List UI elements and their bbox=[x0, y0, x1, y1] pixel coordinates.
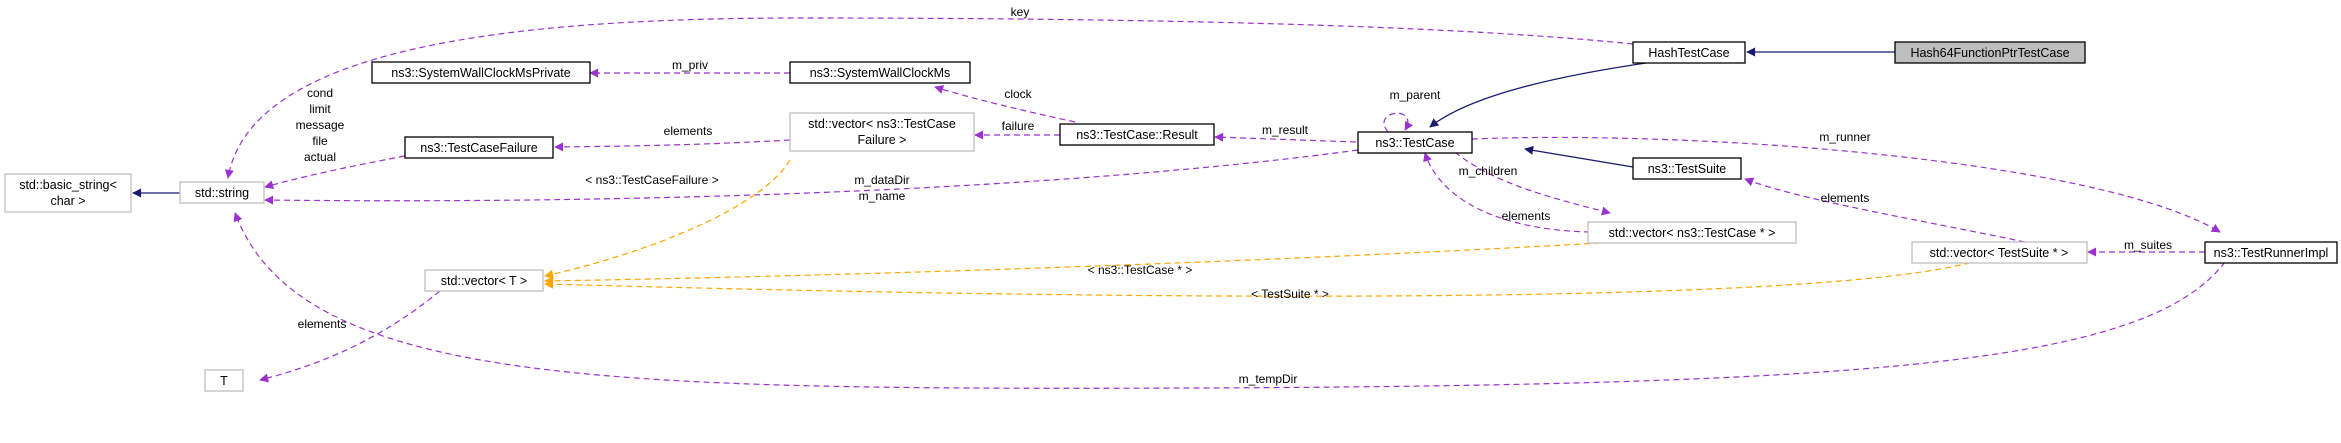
node-label: ns3::TestRunnerImpl bbox=[2214, 246, 2329, 260]
label-m-priv: m_priv bbox=[672, 58, 708, 72]
label-elements-children: elements bbox=[1502, 209, 1551, 223]
label-m-children: m_children bbox=[1459, 164, 1518, 178]
edge-tpl-testcase bbox=[544, 242, 1601, 286]
node-label: Hash64FunctionPtrTestCase bbox=[1910, 46, 2069, 60]
edge-testsuite-to-testcase bbox=[1524, 145, 1634, 168]
edge-elements-children bbox=[1423, 152, 1591, 233]
label-tpl-failure: < ns3::TestCaseFailure > bbox=[585, 173, 718, 187]
label-m-result: m_result bbox=[1262, 123, 1309, 137]
node-std-vector-t[interactable]: std::vector< T > bbox=[424, 269, 544, 292]
edge-clock bbox=[934, 85, 1076, 123]
node-label: HashTestCase bbox=[1648, 46, 1729, 60]
node-label: ns3::SystemWallClockMs bbox=[810, 66, 951, 80]
edge-m-children bbox=[1454, 151, 1611, 216]
label-elements-failure: elements bbox=[664, 124, 713, 138]
node-label-line1: std::vector< ns3::TestCase bbox=[808, 117, 956, 131]
label-elements-suite: elements bbox=[1821, 191, 1870, 205]
label-m-name: m_name bbox=[859, 189, 906, 203]
edge-key bbox=[224, 17, 1634, 179]
node-label: ns3::TestCase bbox=[1375, 136, 1454, 150]
edge-m-datadir-name bbox=[264, 149, 1359, 205]
label-m-datadir: m_dataDir bbox=[854, 173, 909, 187]
node-test-case-failure[interactable]: ns3::TestCaseFailure bbox=[404, 136, 554, 159]
node-std-basic-string[interactable]: std::basic_string< char > bbox=[4, 173, 132, 213]
node-label: T bbox=[220, 374, 228, 388]
node-vector-test-case-ptr[interactable]: std::vector< ns3::TestCase * > bbox=[1587, 221, 1797, 244]
label-cond: cond bbox=[307, 86, 333, 100]
label-m-tempdir: m_tempDir bbox=[1239, 372, 1298, 386]
edge-labels: key m_priv clock failure m_result m_pare… bbox=[296, 5, 2172, 386]
node-t[interactable]: T bbox=[204, 369, 244, 392]
node-label-line2: char > bbox=[50, 194, 85, 208]
edge-hashtestcase-to-testcase bbox=[1429, 60, 1661, 128]
label-m-parent: m_parent bbox=[1390, 88, 1441, 102]
node-label: std::string bbox=[195, 186, 249, 200]
node-std-string[interactable]: std::string bbox=[179, 181, 265, 204]
edge-tpl-failure bbox=[544, 159, 791, 279]
label-tpl-testsuite: < TestSuite * > bbox=[1251, 287, 1329, 301]
edges bbox=[132, 17, 2226, 389]
node-label: std::vector< ns3::TestCase * > bbox=[1609, 226, 1776, 240]
node-test-case[interactable]: ns3::TestCase bbox=[1357, 131, 1473, 154]
label-elements-t: elements bbox=[298, 317, 347, 331]
node-label-line2: Failure > bbox=[858, 133, 907, 147]
label-clock: clock bbox=[1004, 87, 1032, 101]
node-test-runner-impl[interactable]: ns3::TestRunnerImpl bbox=[2204, 241, 2338, 264]
label-tpl-testcase: < ns3::TestCase * > bbox=[1088, 263, 1193, 277]
node-label: ns3::TestCase::Result bbox=[1076, 128, 1198, 142]
label-actual: actual bbox=[304, 150, 336, 164]
node-hash64-function-ptr-test-case[interactable]: Hash64FunctionPtrTestCase bbox=[1894, 41, 2086, 64]
label-m-suites: m_suites bbox=[2124, 238, 2172, 252]
node-vector-test-suite-ptr[interactable]: std::vector< TestSuite * > bbox=[1911, 241, 2088, 264]
node-label: ns3::TestSuite bbox=[1648, 162, 1727, 176]
node-label: std::vector< T > bbox=[441, 274, 527, 288]
edge-elements-failure bbox=[554, 139, 791, 152]
node-vector-test-case-failure[interactable]: std::vector< ns3::TestCase Failure > bbox=[789, 112, 975, 152]
node-system-wall-clock-ms-private[interactable]: ns3::SystemWallClockMsPrivate bbox=[371, 61, 591, 84]
edge-m-runner bbox=[1471, 136, 2221, 233]
edge-m-parent bbox=[1383, 112, 1414, 133]
label-message: message bbox=[296, 118, 345, 132]
edge-m-tempdir bbox=[233, 212, 2226, 389]
edge-testcasefailure-to-string bbox=[264, 155, 406, 190]
label-limit: limit bbox=[309, 102, 331, 116]
label-m-runner: m_runner bbox=[1819, 130, 1870, 144]
node-label: ns3::SystemWallClockMsPrivate bbox=[391, 66, 570, 80]
edge-elements-t bbox=[259, 290, 441, 383]
edge-m-result bbox=[1214, 132, 1357, 143]
edge-tpl-testsuite bbox=[544, 259, 1981, 297]
node-test-case-result[interactable]: ns3::TestCase::Result bbox=[1059, 123, 1215, 146]
node-test-suite[interactable]: ns3::TestSuite bbox=[1632, 157, 1742, 180]
nodes: Hash64FunctionPtrTestCase HashTestCase n… bbox=[4, 41, 2338, 392]
node-label: ns3::TestCaseFailure bbox=[420, 141, 537, 155]
node-label: std::vector< TestSuite * > bbox=[1930, 246, 2069, 260]
label-file: file bbox=[312, 134, 328, 148]
node-hash-test-case[interactable]: HashTestCase bbox=[1632, 41, 1746, 64]
node-system-wall-clock-ms[interactable]: ns3::SystemWallClockMs bbox=[789, 61, 971, 84]
edge-elements-suite bbox=[1744, 177, 2026, 243]
label-key: key bbox=[1011, 5, 1030, 19]
label-failure: failure bbox=[1002, 119, 1035, 133]
node-label-line1: std::basic_string< bbox=[19, 178, 117, 192]
